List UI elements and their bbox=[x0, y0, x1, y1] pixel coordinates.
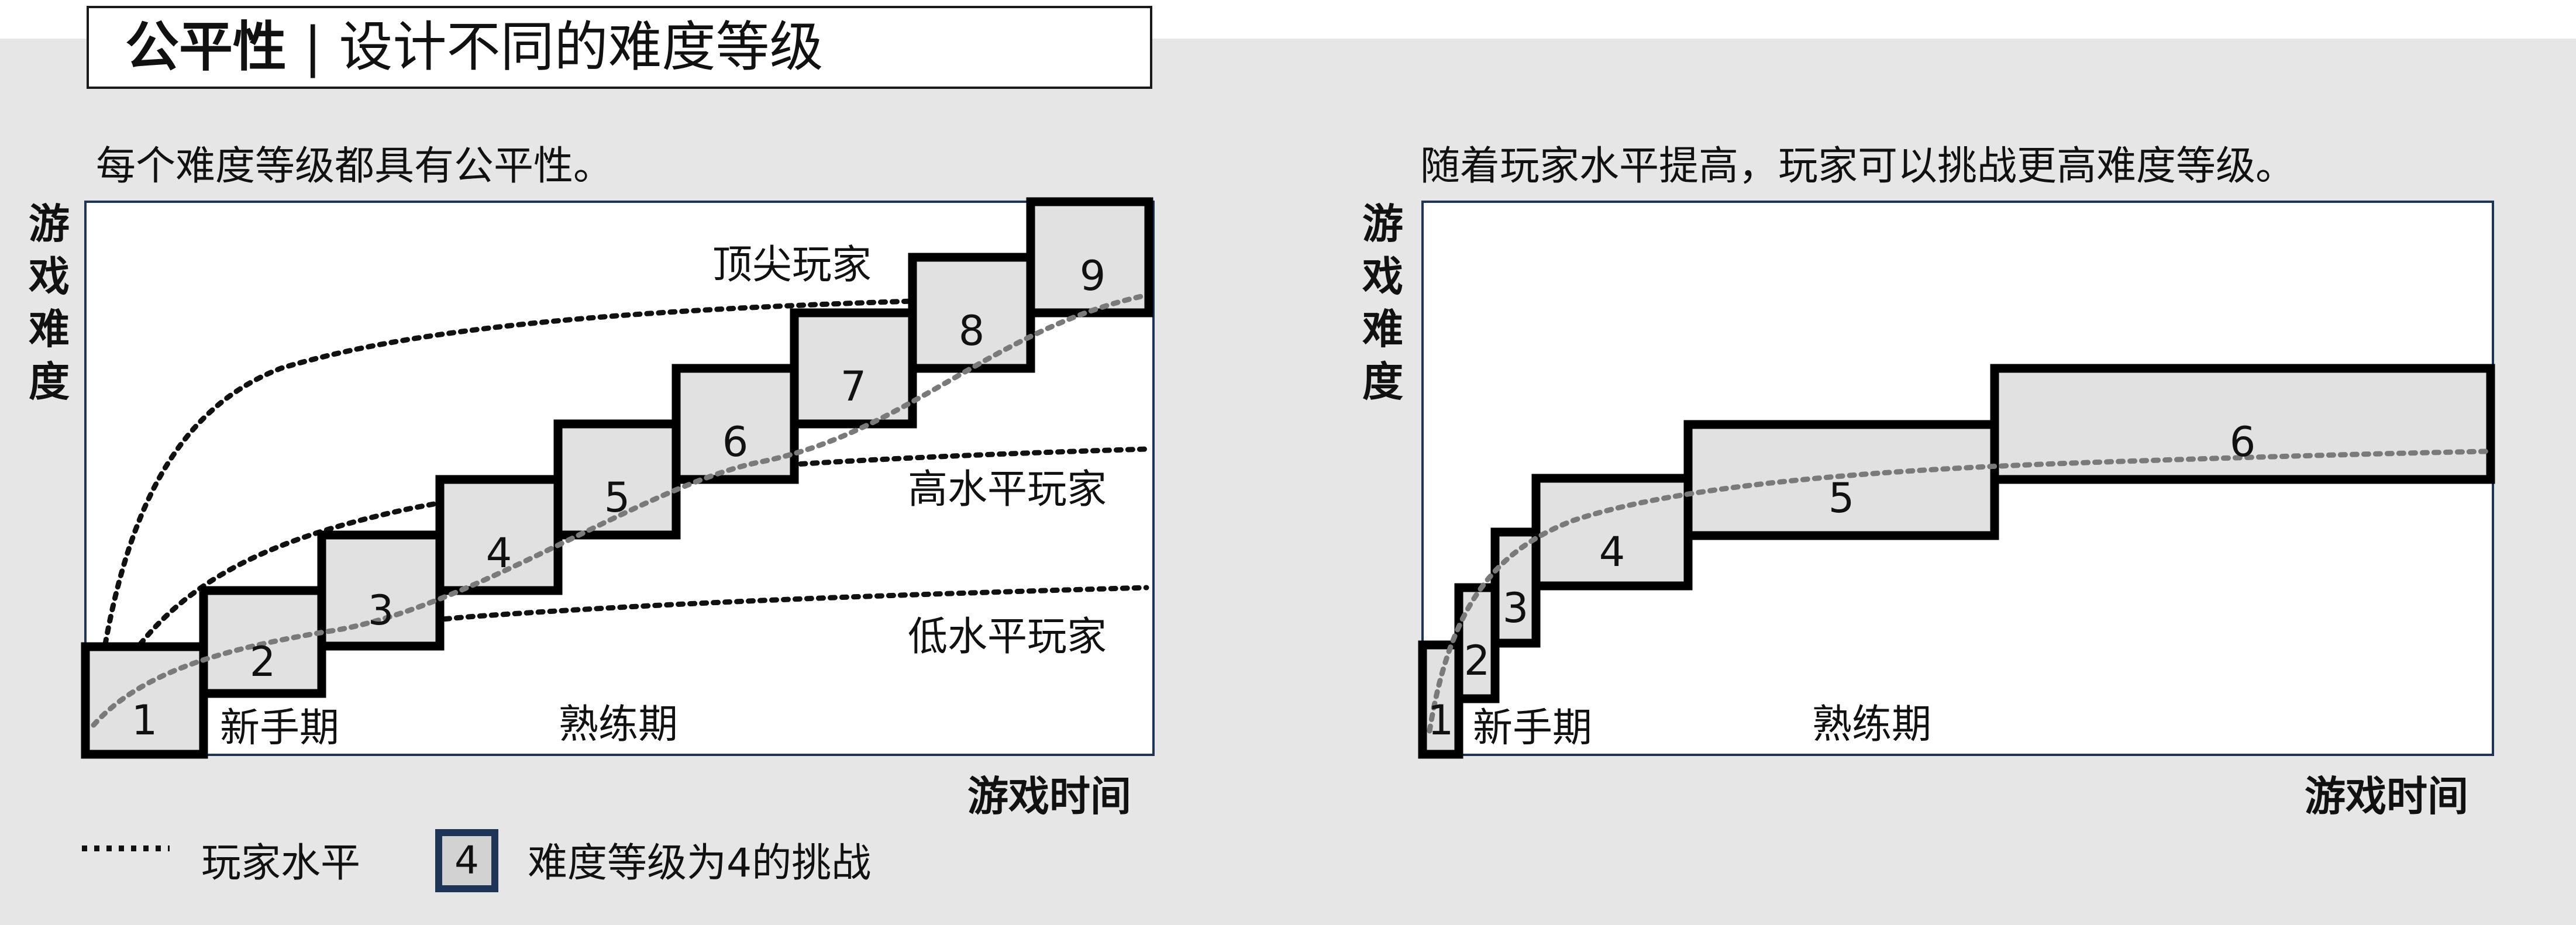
left-curve-label-high: 高水平玩家 bbox=[908, 467, 1107, 513]
right-level-label-5: 5 bbox=[1828, 474, 1855, 522]
right-y-char-3: 难 bbox=[1362, 305, 1403, 353]
right-level-label-1: 1 bbox=[1428, 696, 1454, 744]
left-y-char-4: 度 bbox=[29, 358, 70, 406]
legend-player-level: 玩家水平 bbox=[201, 840, 361, 886]
left-level-label-4: 4 bbox=[486, 529, 512, 577]
left-phase-novice: 新手期 bbox=[220, 705, 339, 751]
left-level-label-6: 6 bbox=[722, 418, 749, 466]
right-y-char-2: 戏 bbox=[1362, 253, 1403, 301]
right-level-label-4: 4 bbox=[1599, 528, 1626, 576]
left-x-axis-label: 游戏时间 bbox=[967, 772, 1131, 820]
left-level-block-5 bbox=[553, 419, 681, 540]
left-level-label-3: 3 bbox=[368, 586, 394, 634]
left-level-label-1: 1 bbox=[132, 696, 158, 744]
right-curve-trend bbox=[1427, 448, 2489, 734]
left-level-label-8: 8 bbox=[959, 307, 985, 355]
left-curve-top-player bbox=[91, 292, 1149, 728]
legend-level-box: 4 bbox=[435, 829, 498, 892]
right-level-label-3: 3 bbox=[1503, 584, 1529, 632]
right-phase-novice: 新手期 bbox=[1473, 705, 1592, 751]
right-level-block-5 bbox=[1683, 420, 1999, 540]
left-curve-label-low: 低水平玩家 bbox=[908, 614, 1107, 660]
left-level-label-9: 9 bbox=[1080, 252, 1106, 300]
title-separator: | bbox=[287, 16, 339, 78]
left-level-block-7 bbox=[790, 308, 917, 429]
left-curve-label-top: 顶尖玩家 bbox=[712, 242, 872, 288]
right-y-char-4: 度 bbox=[1362, 358, 1403, 406]
page-title: 公平性 | 设计不同的难度等级 bbox=[87, 6, 1152, 89]
left-level-label-7: 7 bbox=[841, 363, 867, 410]
left-y-char-1: 游 bbox=[29, 200, 70, 248]
right-subtitle: 随着玩家水平提高，玩家可以挑战更高难度等级。 bbox=[1420, 143, 2296, 189]
left-diagram: 1 2 3 4 5 6 7 8 9 顶尖玩家 高水平玩家 低水平玩家 新手期 熟… bbox=[81, 197, 1155, 759]
right-level-label-6: 6 bbox=[2230, 418, 2256, 466]
right-x-axis-label: 游戏时间 bbox=[2305, 772, 2468, 820]
right-y-char-1: 游 bbox=[1362, 200, 1403, 248]
left-y-axis-label: 游 戏 难 度 bbox=[26, 198, 73, 408]
legend-dotted-line-icon bbox=[82, 845, 170, 851]
right-level-block-1 bbox=[1418, 640, 1463, 759]
left-y-char-3: 难 bbox=[29, 305, 70, 353]
left-y-char-2: 戏 bbox=[29, 253, 70, 301]
left-level-label-2: 2 bbox=[250, 638, 276, 686]
right-y-axis-label: 游 戏 难 度 bbox=[1359, 198, 1406, 408]
left-level-block-8 bbox=[908, 253, 1035, 373]
left-phase-skilled: 熟练期 bbox=[559, 702, 678, 748]
left-subtitle: 每个难度等级都具有公平性。 bbox=[96, 143, 614, 189]
left-level-label-5: 5 bbox=[604, 474, 631, 522]
right-phase-skilled: 熟练期 bbox=[1812, 702, 1931, 748]
right-diagram: 1 2 3 4 5 6 新手期 熟练期 bbox=[1418, 201, 2495, 759]
legend-challenge: 难度等级为4的挑战 bbox=[528, 840, 872, 886]
right-level-label-2: 2 bbox=[1464, 637, 1490, 685]
title-text: 设计不同的难度等级 bbox=[339, 16, 824, 78]
title-keyword: 公平性 bbox=[125, 16, 287, 78]
left-curve-trend bbox=[91, 292, 1149, 728]
